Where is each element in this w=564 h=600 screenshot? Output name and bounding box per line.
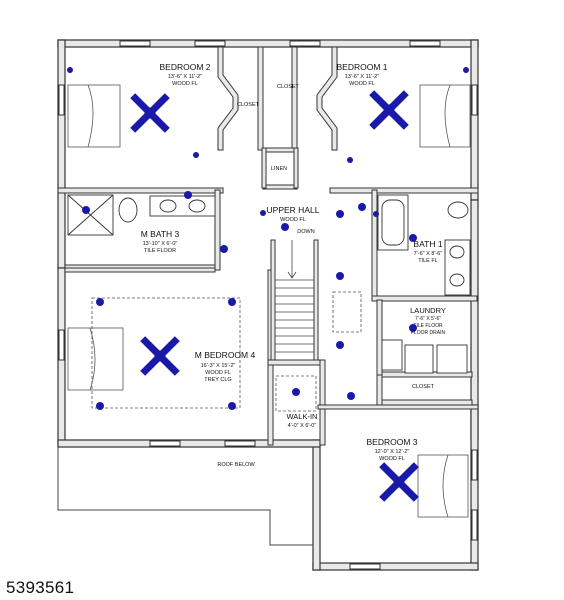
room-floor-bedroom3: WOOD FL (379, 456, 405, 462)
room-floor-upper-hall: WOOD FL (280, 217, 306, 223)
room-dims-laundry: 7'-6" X 5'-6" (415, 316, 441, 322)
room-dims-bedroom1: 13'-6" X 11'-2" (345, 74, 379, 80)
attic-hatch (332, 291, 362, 333)
room-floor-bedroom1: WOOD FL (349, 81, 375, 87)
listing-id: 5393561 (6, 578, 75, 597)
light-fixtures (67, 67, 469, 410)
interior-walls (57, 46, 479, 446)
roof-below-outline (57, 447, 313, 546)
roof-below-label: ROOF BELOW (217, 462, 255, 468)
room-floor-bedroom2: WOOD FL (172, 81, 198, 87)
beds (67, 84, 471, 518)
bath-fixtures (67, 194, 471, 374)
room-dims-m-bath3: 13'-10" X 6'-0" (143, 241, 178, 247)
room-name-bath1: BATH 1 (413, 239, 442, 249)
ceiling-fans (130, 90, 419, 502)
room-name-m-bedroom4: M BEDROOM 4 (195, 350, 256, 360)
room-name-walk-in: WALK-IN (287, 412, 318, 421)
stair-label-down: DOWN (297, 229, 314, 235)
room-dims-m-bedroom4: 16'-3" X 15'-2" (201, 363, 236, 369)
room-dims-bath1: 7'-6" X 8'-6" (414, 251, 443, 257)
room-name-laundry: LAUNDRY (410, 306, 446, 315)
room-name-bedroom3: BEDROOM 3 (366, 437, 417, 447)
room-floor-laundry: TILE FLOOR (413, 323, 443, 329)
room-dims-walk-in: 4'-0" X 6'-0" (288, 423, 317, 429)
room-name-closet-b3: CLOSET (412, 384, 435, 390)
room-name-bedroom1: BEDROOM 1 (336, 62, 387, 72)
room-name-closet-left: CLOSET (237, 102, 260, 108)
room-note-laundry: FLOOR DRAIN (411, 330, 446, 336)
room-floor-m-bath3: TILE FLOOR (144, 248, 176, 254)
room-name-m-bath3: M BATH 3 (141, 229, 180, 239)
room-name-closet-right: CLOSET (277, 84, 300, 90)
room-floor-m-bedroom4: WOOD FL (205, 370, 231, 376)
room-ceiling-m-bedroom4: TREY CLG (204, 377, 231, 383)
walk-in-shelf (275, 375, 317, 412)
room-floor-bath1: TILE FL (418, 258, 438, 264)
room-name-upper-hall: UPPER HALL (267, 205, 320, 215)
trey-ceiling (91, 297, 241, 409)
room-name-linen: LINEN (271, 166, 287, 172)
windows (58, 40, 478, 570)
room-dims-bedroom2: 13'-6" X 11'-2" (168, 74, 202, 80)
room-name-bedroom2: BEDROOM 2 (159, 62, 210, 72)
room-dims-bedroom3: 12'-0" X 12'-2" (375, 449, 410, 455)
stairs (275, 240, 314, 353)
